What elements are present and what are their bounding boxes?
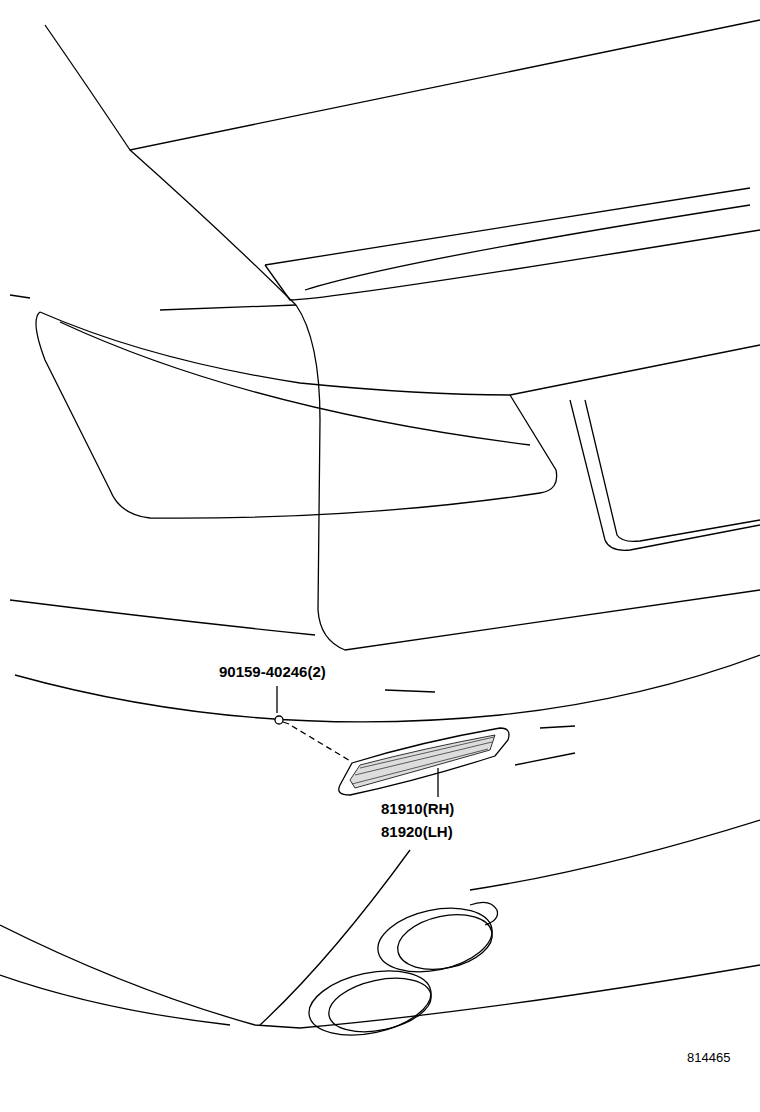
part-number: 90159-40246(2) <box>218 663 327 681</box>
illustration-number: 814465 <box>686 1049 731 1067</box>
part-number: 81920(LH) <box>380 823 454 841</box>
part-number: 81910(RH) <box>380 800 455 818</box>
